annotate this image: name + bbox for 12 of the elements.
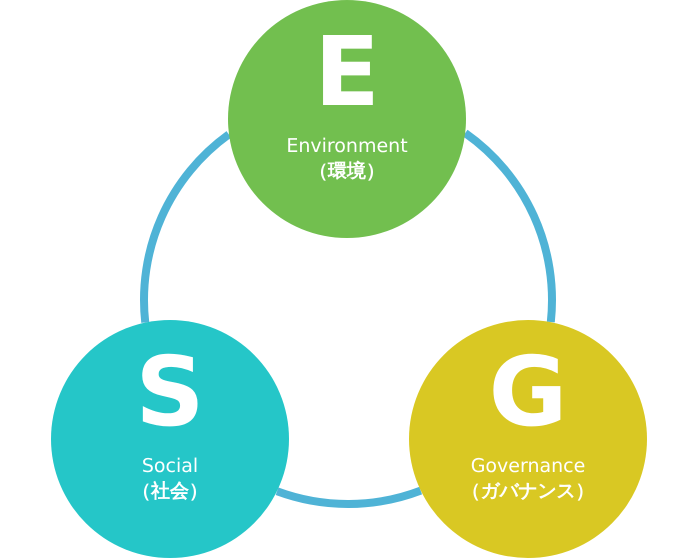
japanese-label: （環境） — [309, 159, 385, 184]
ring-arc — [462, 130, 556, 322]
letter-heading: G — [488, 344, 568, 440]
category-label: Governance — [470, 454, 586, 478]
category-label: Environment — [286, 134, 408, 158]
letter-heading: E — [314, 24, 380, 120]
japanese-label: （ガバナンス） — [462, 479, 594, 504]
ring-arc — [140, 131, 232, 323]
category-label: Social — [142, 454, 198, 478]
letter-heading: S — [135, 344, 205, 440]
ring-arc — [276, 486, 422, 508]
japanese-label: （社会） — [132, 479, 208, 504]
